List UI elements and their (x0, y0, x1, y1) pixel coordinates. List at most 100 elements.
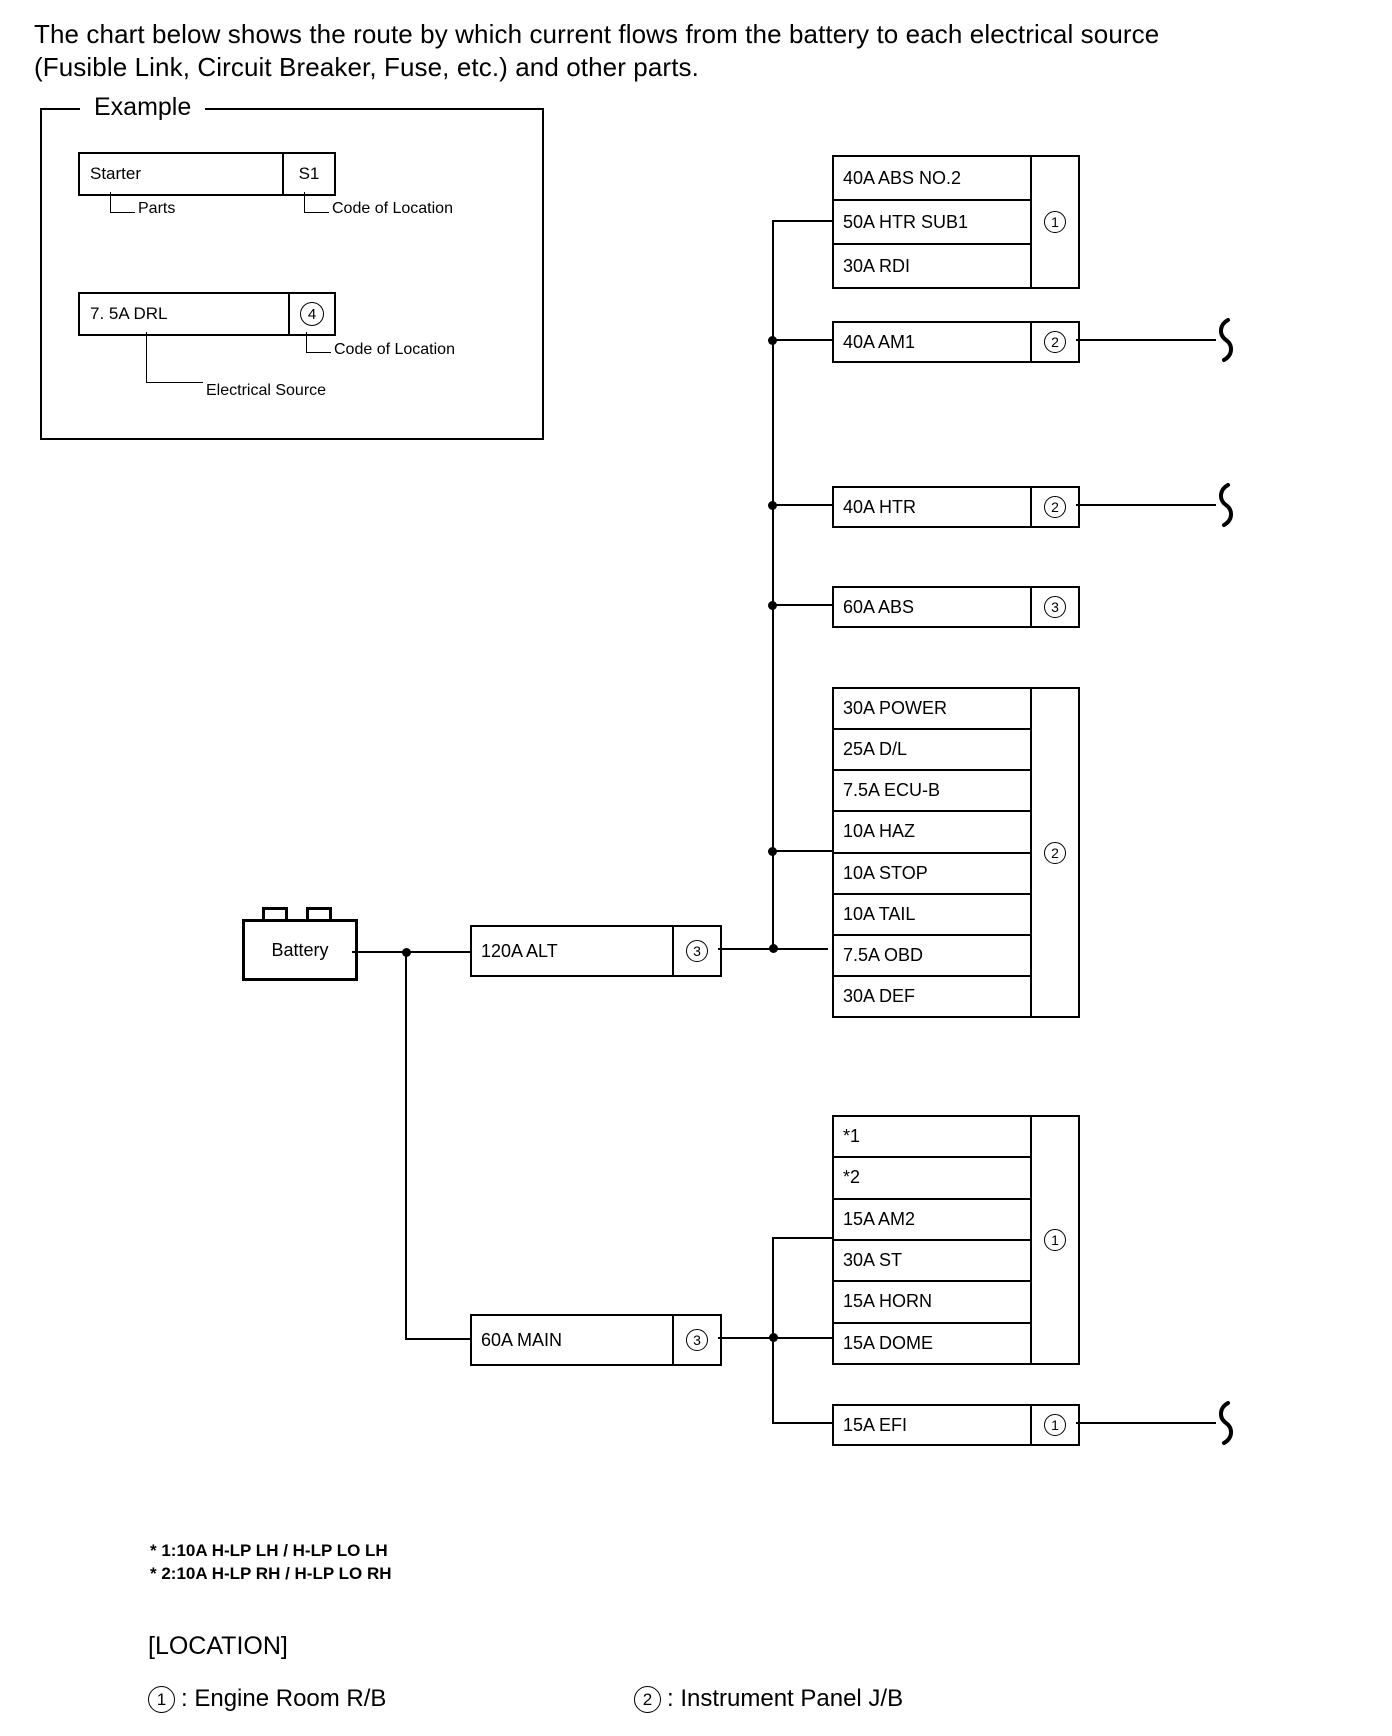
example-parts-box: Starter S1 (78, 152, 336, 196)
fuse-block-code-engine-room-lower: 1 (1030, 1117, 1078, 1363)
fuse-block-rows: 30A POWER 25A D/L 7.5A ECU-B 10A HAZ 10A… (834, 689, 1030, 1016)
wire-to-engine-room-top-block (772, 220, 834, 222)
wire-battery-to-junction (352, 951, 472, 953)
wire-efi-continuation (1076, 1422, 1216, 1424)
wire-to-instrument-panel-block (772, 850, 834, 852)
intro-text: The chart below shows the route by which… (34, 18, 1224, 85)
wire-to-efi (772, 1422, 834, 1424)
example-parts-code: S1 (282, 154, 334, 194)
example-parts-callout: Parts (138, 200, 176, 217)
location-legend-item-2: 2 : Instrument Panel J/B (634, 1685, 903, 1713)
wire-htr-continuation (1076, 504, 1216, 506)
example-code-leader (304, 192, 329, 213)
junction-dot-am1 (768, 336, 777, 345)
fuse-row: 15A HORN (834, 1282, 1030, 1324)
location-code-circle: 2 (634, 1685, 661, 1713)
example-source-code-leader (306, 332, 331, 353)
example-source-leader (146, 332, 203, 383)
fuse-row: 30A DEF (843, 985, 916, 1006)
fuse-label-main-link: 60A MAIN (481, 1329, 563, 1350)
fuse-block-rows: 40A ABS NO.2 50A HTR SUB1 30A RDI (834, 157, 1030, 287)
fuse-row: *2 (834, 1158, 1030, 1200)
fuse-code-htr: 2 (1030, 488, 1078, 526)
break-symbol-icon (1219, 318, 1233, 362)
example-source-box: 7. 5A DRL 4 (78, 292, 336, 336)
location-legend-text: : Instrument Panel J/B (667, 1685, 904, 1712)
location-code-circle: 2 (1044, 841, 1066, 864)
location-code-circle: 3 (686, 940, 708, 962)
fuse-row: 10A TAIL (834, 895, 1030, 936)
location-legend-text: : Engine Room R/B (181, 1685, 387, 1712)
bus-lower-vertical (772, 1237, 774, 1424)
intro-line-2: (Fusible Link, Circuit Breaker, Fuse, et… (34, 52, 699, 83)
junction-dot-instrument-panel (768, 847, 777, 856)
wire-to-am1 (772, 339, 834, 341)
battery-terminal-positive (262, 907, 288, 922)
fuse-box-am1: 40A AM1 2 (832, 321, 1080, 363)
junction-dot-abs (768, 601, 777, 610)
location-code-circle: 4 (300, 302, 324, 326)
fuse-block-code-instrument-panel: 2 (1030, 689, 1078, 1016)
fuse-label-abs: 60A ABS (843, 596, 915, 617)
location-code-circle: 1 (1044, 1414, 1066, 1436)
fuse-block-rows: *1 *2 15A AM2 30A ST 15A HORN 15A DOME (834, 1117, 1030, 1363)
fuse-block-instrument-panel: 30A POWER 25A D/L 7.5A ECU-B 10A HAZ 10A… (832, 687, 1080, 1018)
fuse-row: *1 (834, 1117, 1030, 1159)
battery-box: Battery (242, 919, 358, 981)
fuse-row: 7.5A OBD (834, 936, 1030, 977)
location-legend-title: [LOCATION] (148, 1632, 288, 1660)
fuse-box-htr: 40A HTR 2 (832, 486, 1080, 528)
fuse-row: 10A STOP (834, 854, 1030, 895)
intro-line-1: The chart below shows the route by which… (34, 19, 1160, 49)
example-parts-leader (110, 192, 135, 213)
example-legend-label: Example (80, 92, 206, 122)
footnotes: * 1:10A H-LP LH / H-LP LO LH * 2:10A H-L… (150, 1540, 392, 1585)
fuse-box-alt-link: 120A ALT 3 (470, 925, 722, 977)
location-code-circle: 1 (148, 1685, 175, 1713)
fuse-code-efi: 1 (1030, 1406, 1078, 1444)
fuse-code-abs: 3 (1030, 588, 1078, 626)
break-symbol-icon (1219, 1401, 1233, 1445)
battery-label: Battery (271, 939, 329, 960)
location-code-circle: 3 (1044, 596, 1066, 618)
location-code-circle: 1 (1044, 211, 1066, 233)
fuse-row: 30A POWER (834, 689, 1030, 731)
fuse-row: 7.5A ECU-B (834, 771, 1030, 813)
fuse-block-engine-room-lower: *1 *2 15A AM2 30A ST 15A HORN 15A DOME 1 (832, 1115, 1080, 1365)
example-source-callout: Electrical Source (206, 382, 327, 399)
fuse-row: 10A HAZ (834, 812, 1030, 854)
fuse-row: 30A ST (834, 1241, 1030, 1283)
fuse-label-efi: 15A EFI (843, 1414, 908, 1435)
fuse-row: 40A ABS NO.2 (834, 157, 1030, 201)
fuse-label-alt-link: 120A ALT (481, 940, 558, 961)
example-source-code-callout: Code of Location (334, 341, 455, 358)
fuse-row: 30A RDI (843, 255, 911, 276)
fuse-row: 15A AM2 (834, 1200, 1030, 1241)
location-legend-item-1: 1 : Engine Room R/B (148, 1685, 386, 1713)
wire-am1-continuation (1076, 339, 1216, 341)
location-code-circle: 3 (686, 1329, 708, 1351)
fuse-box-main-link: 60A MAIN 3 (470, 1314, 722, 1366)
example-parts-label: Starter (90, 164, 142, 183)
fuse-row: 25A D/L (834, 730, 1030, 772)
location-code-circle: 2 (1044, 331, 1066, 353)
location-code-circle: 2 (1044, 496, 1066, 518)
fuse-row: 50A HTR SUB1 (834, 201, 1030, 245)
fuse-row: 15A DOME (843, 1332, 934, 1353)
break-symbol-icon (1219, 483, 1233, 527)
wire-battery-branch-down (405, 951, 407, 1339)
battery-terminal-negative (306, 907, 332, 922)
fuse-box-abs: 60A ABS 3 (832, 586, 1080, 628)
fuse-block-engine-room-top: 40A ABS NO.2 50A HTR SUB1 30A RDI 1 (832, 155, 1080, 289)
junction-dot-htr (768, 501, 777, 510)
wire-to-abs (772, 604, 834, 606)
example-frame (40, 108, 544, 440)
location-code-circle: 1 (1044, 1229, 1066, 1251)
example-source-label: 7. 5A DRL (90, 304, 168, 323)
fuse-box-efi: 15A EFI 1 (832, 1404, 1080, 1446)
footnote-2: * 2:10A H-LP RH / H-LP LO RH (150, 1563, 392, 1583)
example-source-code: 4 (288, 294, 334, 334)
bus-upper-vertical (772, 221, 774, 951)
example-code-callout: Code of Location (332, 200, 453, 217)
fuse-code-am1: 2 (1030, 323, 1078, 361)
